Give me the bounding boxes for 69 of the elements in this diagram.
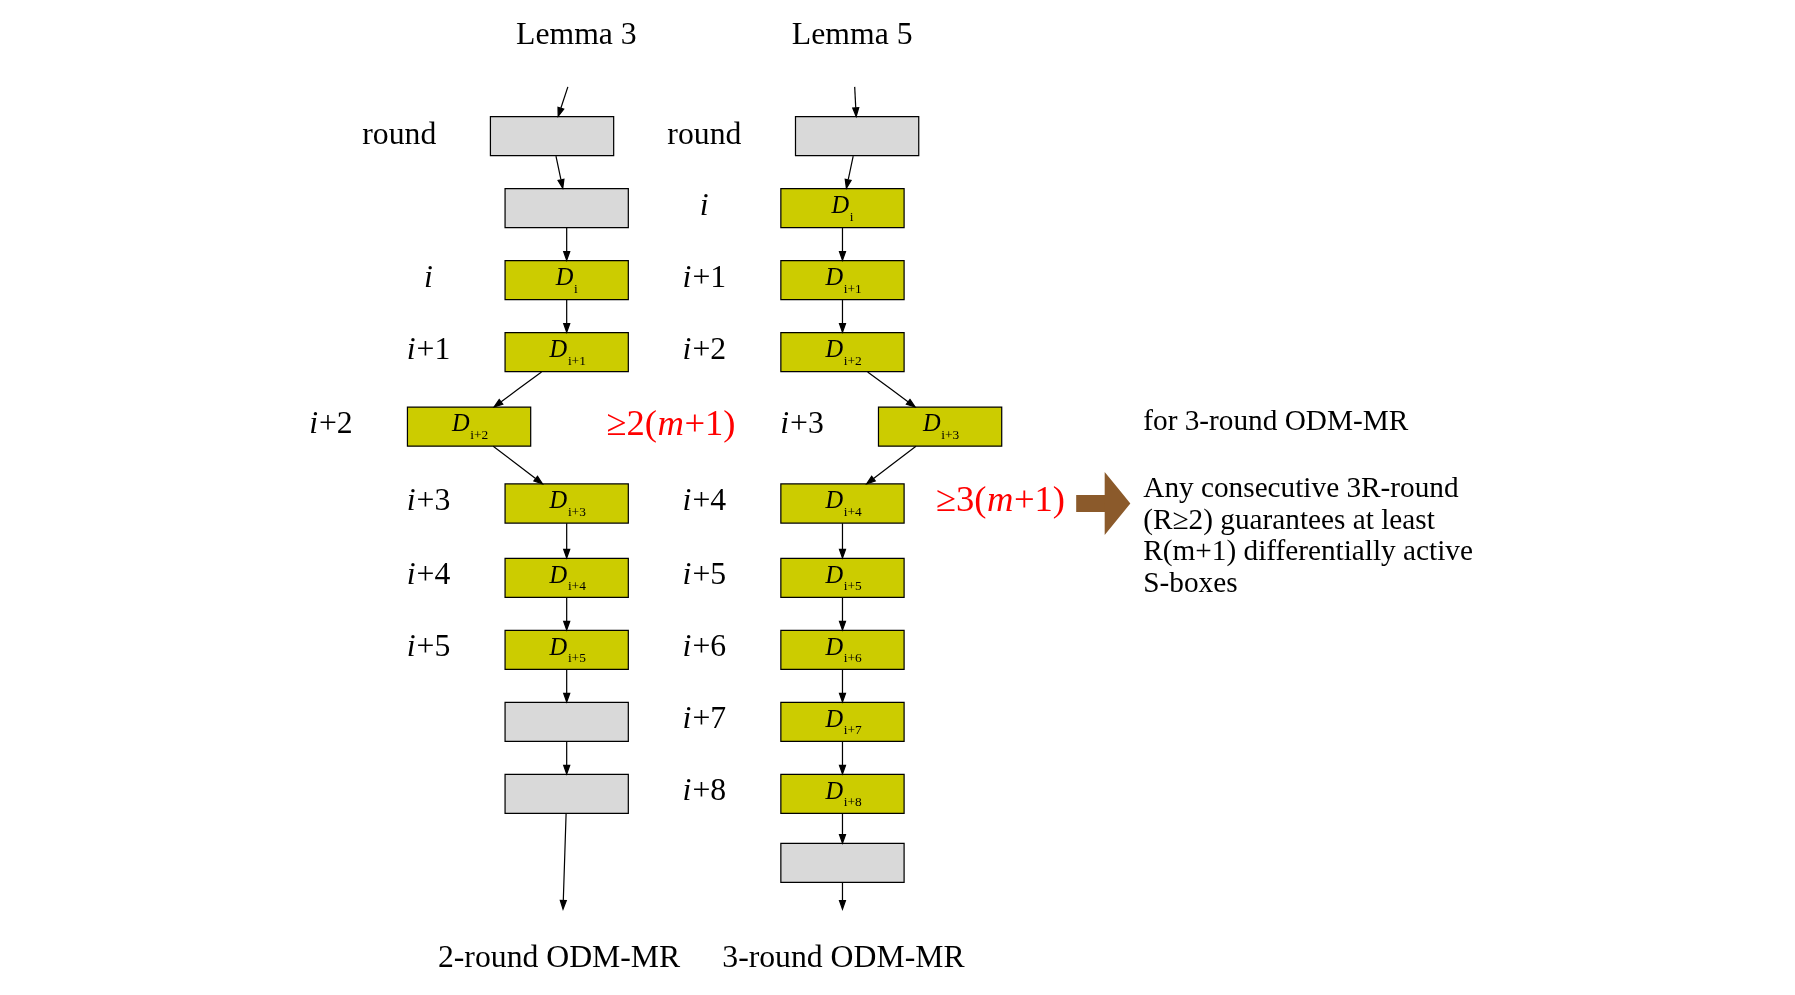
arrow xyxy=(562,226,571,262)
node-box: D$_{i+4}$ xyxy=(503,557,629,598)
node-box xyxy=(794,115,919,156)
arrow xyxy=(562,298,571,334)
arrow xyxy=(562,740,571,776)
arrow xyxy=(554,154,565,190)
arrow xyxy=(851,85,860,118)
label: i xyxy=(699,186,709,222)
label: i+6 xyxy=(682,627,726,663)
arrow xyxy=(1075,471,1130,535)
node-box: D$_{i+5}$ xyxy=(779,557,905,598)
arrow xyxy=(562,668,571,704)
node-text: ≥3(m+1) xyxy=(935,477,1065,519)
label: i+1 xyxy=(682,258,726,294)
label: round xyxy=(666,115,741,151)
node-box: D$_{i+1}$ xyxy=(779,259,905,300)
arrow xyxy=(838,740,846,776)
arrow xyxy=(492,445,544,485)
label: i+1 xyxy=(406,330,450,366)
arrow xyxy=(838,298,846,334)
label: i+5 xyxy=(406,627,450,663)
label: i+4 xyxy=(682,481,726,517)
label: i+4 xyxy=(406,555,450,591)
arrow xyxy=(556,85,568,118)
label: i+7 xyxy=(682,699,726,735)
arrow xyxy=(562,596,571,632)
label: i+5 xyxy=(682,555,726,591)
node-box: D$_{i+5}$ xyxy=(503,629,629,670)
node-box: D$_{i+2}$ xyxy=(779,331,905,372)
node-box: D$_{i}$ xyxy=(779,187,905,228)
node-box: D$_{i+1}$ xyxy=(503,331,629,372)
node-box: D$_{i+8}$ xyxy=(779,773,905,814)
node-box: D$_{i+6}$ xyxy=(779,629,905,670)
label: i+2 xyxy=(308,404,353,440)
arrow xyxy=(866,370,917,408)
arrow xyxy=(838,881,846,911)
node-box xyxy=(503,701,629,742)
label: 2-round ODM-MR xyxy=(437,938,680,974)
arrow xyxy=(838,226,846,262)
arrow xyxy=(492,370,542,408)
node-box: D$_{i+2}$ xyxy=(406,405,531,447)
node-box: D$_{i+4}$ xyxy=(779,482,905,524)
node-box xyxy=(489,115,614,156)
label: Lemma 3 xyxy=(515,15,637,51)
label: 3-round ODM-MR xyxy=(721,938,965,974)
arrow xyxy=(838,668,846,704)
arrow xyxy=(559,812,567,911)
label: i+3 xyxy=(406,481,450,517)
arrow xyxy=(864,445,917,485)
arrow xyxy=(838,596,846,632)
label: i+3 xyxy=(779,404,824,440)
arrow xyxy=(562,522,571,560)
node-box: D$_{i}$ xyxy=(503,259,629,300)
node-box xyxy=(503,773,629,814)
arrow xyxy=(838,812,846,845)
label: ≥2(m+1) xyxy=(605,401,736,443)
label: round xyxy=(361,115,436,151)
node-box xyxy=(503,187,629,228)
label: i+2 xyxy=(682,330,726,366)
label: i+8 xyxy=(682,771,726,807)
arrow xyxy=(838,522,846,560)
label: Lemma 5 xyxy=(791,15,913,51)
node-box xyxy=(779,842,905,883)
node-box: D$_{i+7}$ xyxy=(779,701,905,742)
node-text: for 3-round ODM-MR Any consecutive 3R-round (R≥2) guarantees at least R(m+1) differentially active S-boxes xyxy=(1142,403,1473,598)
label: i xyxy=(423,258,433,294)
node-box: D$_{i+3}$ xyxy=(503,482,629,524)
arrow xyxy=(844,154,854,190)
node-box: D$_{i+3}$ xyxy=(877,405,1002,447)
